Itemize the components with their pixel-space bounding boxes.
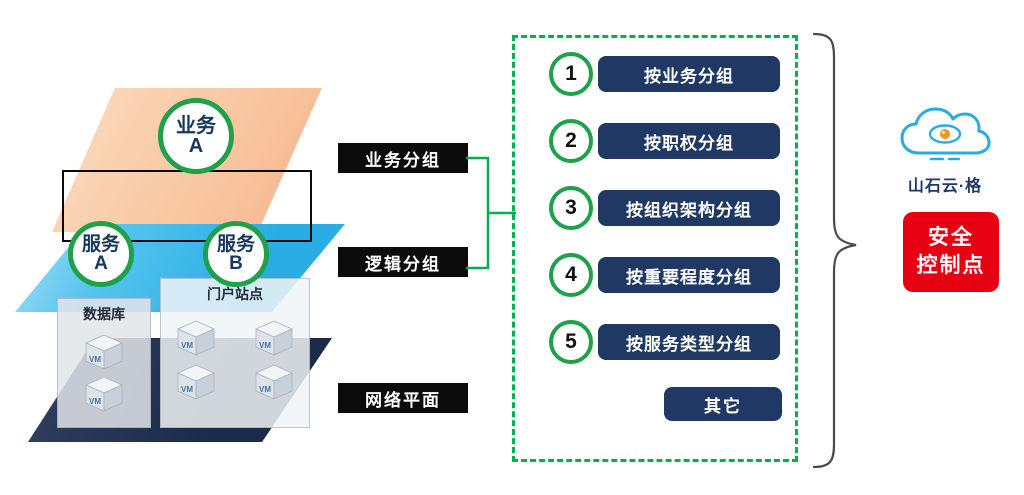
other-grouping-label: 其它	[664, 387, 782, 421]
vm-cube-icon: VM	[177, 320, 215, 356]
service-a-circle: 服务 A	[68, 221, 134, 287]
grouping-item-label: 按服务类型分组	[598, 324, 780, 360]
grouping-item-label: 按组织架构分组	[598, 190, 780, 226]
vm-cube-icon: VM	[85, 376, 123, 412]
service-b-letter: B	[229, 253, 243, 274]
grouping-item: 4 按重要程度分组	[549, 253, 795, 297]
control-point-line1: 安全	[928, 225, 974, 249]
vm-label: VM	[259, 385, 271, 394]
database-label: 数据库	[83, 306, 125, 322]
grouping-item: 5 按服务类型分组	[549, 320, 795, 364]
layer-label-logical-grouping: 逻辑分组	[338, 247, 468, 277]
vm-label: VM	[89, 355, 101, 364]
layer-label-network-plane: 网络平面	[338, 383, 468, 413]
brand-name: 山石云·格	[907, 178, 983, 195]
database-panel: 数据库 VM VM	[57, 298, 151, 428]
vm-label: VM	[259, 341, 271, 350]
portal-panel: 门户站点 VM VM VM	[160, 278, 310, 428]
item-number-badge: 3	[549, 186, 593, 230]
vm-cube-icon: VM	[255, 320, 293, 356]
service-a-title: 服务	[81, 233, 120, 255]
grouping-item: 3 按组织架构分组	[549, 186, 795, 230]
item-number-badge: 4	[549, 253, 593, 297]
vm-cube-icon: VM	[85, 334, 123, 370]
business-a-letter: A	[188, 135, 204, 157]
vm-label: VM	[181, 341, 193, 350]
vm-cube-icon: VM	[177, 364, 215, 400]
business-a-circle: 业务 A	[158, 98, 234, 174]
portal-label: 门户站点	[207, 286, 263, 302]
item-number-badge: 2	[549, 119, 593, 163]
service-a-letter: A	[94, 253, 108, 274]
vm-label: VM	[181, 385, 193, 394]
item-number-badge: 5	[549, 320, 593, 364]
grouping-item-label: 按重要程度分组	[598, 257, 780, 293]
grouping-item-label: 按职权分组	[598, 123, 780, 159]
portal-vm-group: VM VM VM VM	[176, 320, 294, 400]
cloud-eye-logo-icon	[900, 107, 991, 161]
left-bracket-connector	[466, 156, 516, 270]
grouping-item: 2 按职权分组	[549, 119, 795, 163]
vm-label: VM	[89, 397, 101, 406]
grouping-methods-panel: 1 按业务分组 2 按职权分组 3 按组织架构分组 4 按重要程度分组 5 按服…	[512, 35, 798, 462]
item-number-badge: 1	[549, 52, 593, 96]
control-point-line2: 控制点	[916, 254, 986, 277]
grouping-item: 1 按业务分组	[549, 52, 795, 96]
layer-label-business-grouping: 业务分组	[338, 143, 468, 173]
right-curly-brace	[812, 32, 857, 469]
database-vm-group: VM VM	[84, 334, 124, 412]
vm-cube-icon: VM	[255, 364, 293, 400]
grouping-item-label: 按业务分组	[598, 56, 780, 92]
service-b-circle: 服务 B	[203, 221, 269, 287]
security-control-point-badge: 安全 控制点	[903, 212, 999, 292]
business-a-title: 业务	[176, 114, 216, 137]
service-b-title: 服务	[216, 233, 255, 255]
brand-block: 山石云·格	[893, 103, 997, 196]
